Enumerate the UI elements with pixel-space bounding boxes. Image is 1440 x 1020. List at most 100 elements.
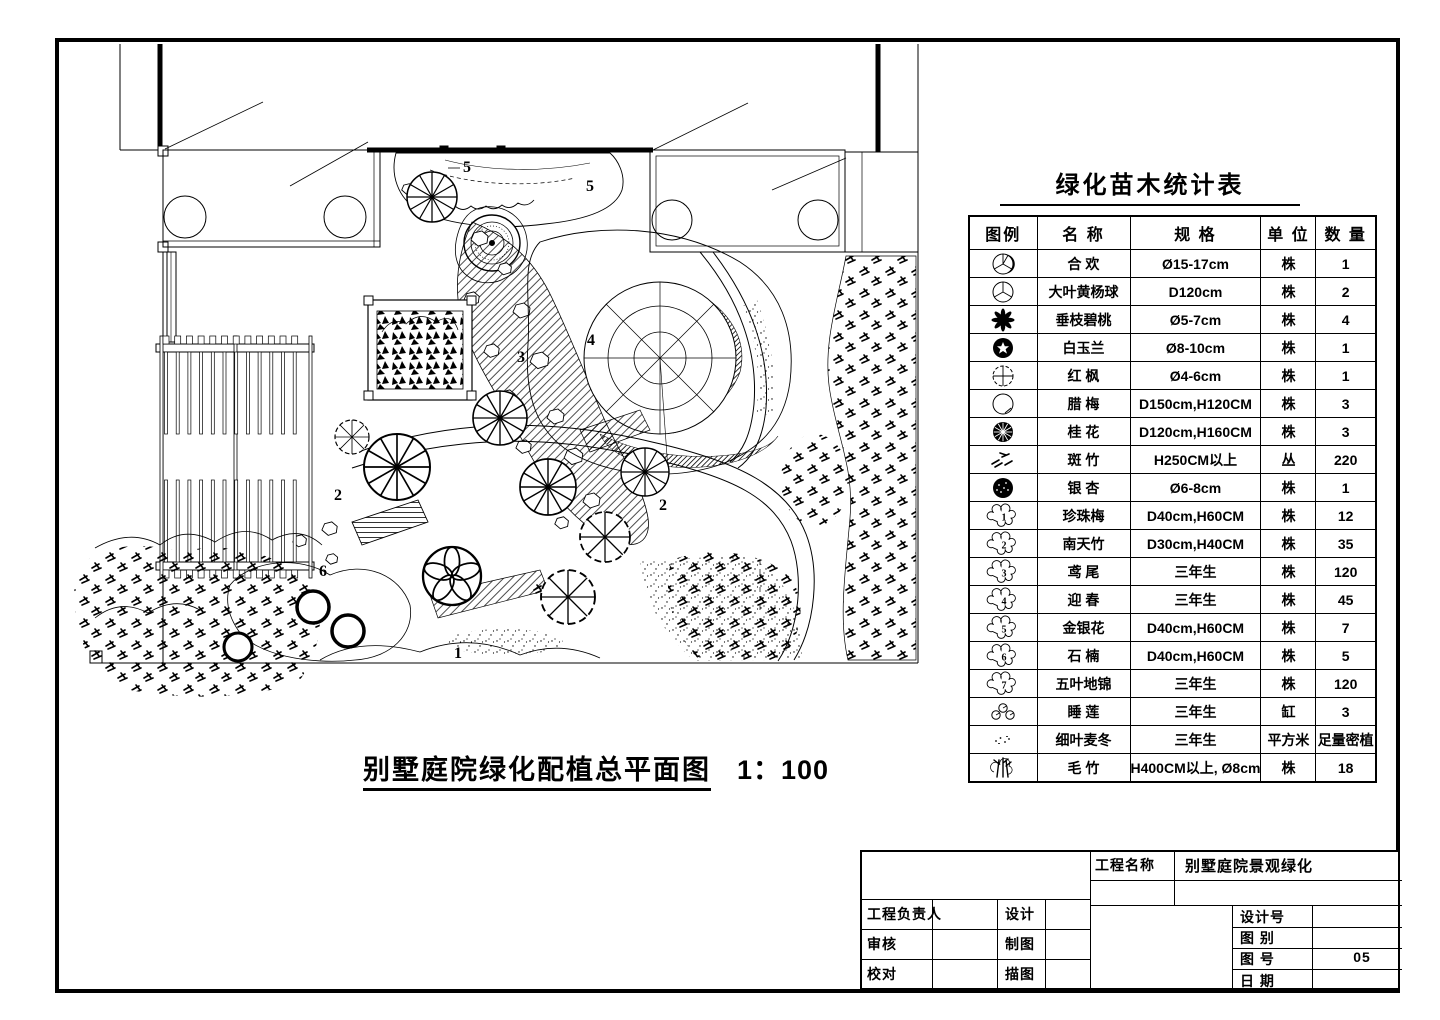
- plant-name: 细叶麦冬: [1036, 725, 1131, 754]
- rock: [321, 521, 338, 536]
- plant-qty: 1: [1315, 249, 1377, 278]
- table-header-4: 数 量: [1315, 215, 1377, 250]
- plant-spec: Ø4-6cm: [1129, 361, 1262, 390]
- label-review: 审核: [867, 936, 897, 952]
- shrub-ball: [222, 631, 254, 663]
- plant-unit: 株: [1260, 305, 1317, 334]
- plant-unit: 株: [1260, 669, 1317, 698]
- cloud-7-icon: 7: [968, 669, 1038, 698]
- plant-qty: 3: [1315, 389, 1377, 418]
- pergola-member: [267, 335, 275, 345]
- tree-symbol: [334, 419, 370, 455]
- tree-symbol: [579, 511, 631, 563]
- rock: [470, 230, 489, 247]
- pergola-member: [197, 335, 205, 345]
- pergola-member: [187, 479, 192, 563]
- plant-name: 大叶黄杨球: [1036, 277, 1131, 306]
- label-date: 日 期: [1240, 973, 1275, 989]
- pergola-member: [199, 351, 203, 435]
- tree-symbol: [620, 447, 670, 497]
- cloud-4-icon: 4: [968, 585, 1038, 614]
- label-tracing: 描图: [1005, 966, 1035, 982]
- plant-qty: 7: [1315, 613, 1377, 642]
- area-label-2: 2: [659, 497, 667, 514]
- plant-spec: D40cm,H60CM: [1129, 613, 1262, 642]
- plant-table-title: 绿化苗木统计表: [1000, 165, 1300, 206]
- pergola-member: [174, 335, 182, 345]
- tree-symbol: [420, 545, 484, 607]
- plant-spec: H250CM以上: [1129, 445, 1262, 474]
- plant-spec: 三年生: [1129, 697, 1262, 726]
- pergola-member: [246, 351, 250, 435]
- cloud-1-icon: 1: [968, 501, 1038, 530]
- plant-name: 垂枝碧桃: [1036, 305, 1131, 334]
- pergola-member: [221, 335, 228, 345]
- area-label-3: 3: [517, 349, 525, 366]
- plant-spec: D40cm,H60CM: [1129, 641, 1262, 670]
- building-walls: [89, 44, 919, 664]
- flower-dark-icon: [968, 305, 1038, 334]
- plant-spec: D30cm,H40CM: [1129, 529, 1262, 558]
- plant-spec: D150cm,H120CM: [1129, 389, 1262, 418]
- plant-unit: 株: [1260, 585, 1317, 614]
- plant-unit: 株: [1260, 753, 1317, 783]
- plant-unit: 株: [1260, 389, 1317, 418]
- plant-qty: 18: [1315, 753, 1377, 783]
- rock: [497, 262, 512, 276]
- rock: [554, 516, 569, 530]
- rock: [515, 439, 532, 454]
- rock: [512, 302, 531, 319]
- title-block: 工程名称 别墅庭院景观绿化 工程负责人 审核 校对 设计 制图 描图 设计号 图…: [860, 850, 1402, 990]
- plant-spec: D120cm,H160CM: [1129, 417, 1262, 446]
- drawing-no-value: 05: [1353, 949, 1371, 965]
- pergola-member: [164, 351, 168, 435]
- plant-name: 白玉兰: [1036, 333, 1131, 362]
- label-drawing-category: 图 别: [1240, 930, 1275, 946]
- plant-unit: 株: [1260, 249, 1317, 278]
- plant-qty: 35: [1315, 529, 1377, 558]
- star-dark-icon: [968, 333, 1038, 362]
- plant-qty: 2: [1315, 277, 1377, 306]
- pergola-member: [175, 351, 180, 435]
- tree-symbol: [363, 433, 431, 501]
- plant-name: 迎 春: [1036, 585, 1131, 614]
- project-name-value: 别墅庭院景观绿化: [1185, 858, 1314, 875]
- area-label-2: 2: [334, 487, 342, 504]
- shrub-ball: [330, 613, 366, 649]
- terraces: [162, 149, 918, 253]
- rock: [546, 408, 565, 425]
- pergola-member: [222, 351, 227, 435]
- plant-name: 合 欢: [1036, 249, 1131, 278]
- label-design-no: 设计号: [1240, 909, 1285, 925]
- pergola-member: [234, 351, 239, 435]
- plant-name: 银 杏: [1036, 473, 1131, 502]
- bamboo-scatter-icon: [968, 445, 1038, 474]
- cloud-3-icon: 3: [968, 557, 1038, 586]
- label-proofread: 校对: [867, 966, 897, 982]
- plant-unit: 株: [1260, 641, 1317, 670]
- plant-spec: Ø5-7cm: [1129, 305, 1262, 334]
- svg-text:7: 7: [1002, 680, 1007, 691]
- svg-text:1: 1: [1002, 512, 1007, 523]
- rock: [325, 553, 339, 565]
- tree-symbol: [472, 390, 528, 446]
- plant-unit: 株: [1260, 361, 1317, 390]
- plant-spec: D120cm: [1129, 277, 1262, 306]
- pergola-member: [281, 479, 285, 563]
- table-header-1: 名 称: [1036, 215, 1131, 250]
- pergola-member: [210, 351, 215, 435]
- plant-unit: 丛: [1260, 445, 1317, 474]
- project-name-label: 工程名称: [1095, 857, 1155, 873]
- plant-name: 鸢 尾: [1036, 557, 1131, 586]
- pergola-member: [159, 335, 164, 579]
- pergola-member: [209, 335, 217, 345]
